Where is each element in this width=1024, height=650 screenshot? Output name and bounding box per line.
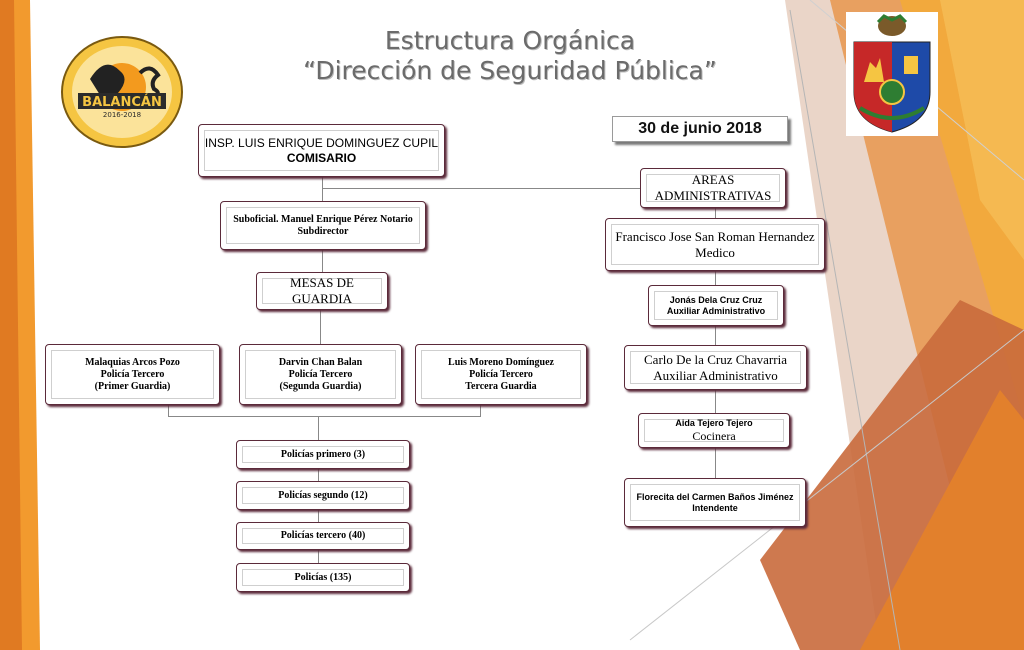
connector	[715, 271, 716, 285]
pol3-label: Policías tercero (40)	[280, 530, 366, 541]
date-label: 30 de junio 2018	[612, 116, 788, 142]
node-primer-guardia: Malaquias Arcos Pozo Policía Tercero (Pr…	[45, 344, 220, 405]
areas-line-2: ADMINISTRATIVAS	[654, 188, 772, 203]
guardia3-shift: Tercera Guardia	[465, 380, 537, 392]
node-areas-administrativas: AREAS ADMINISTRATIVAS	[640, 168, 786, 208]
svg-text:2016-2018: 2016-2018	[103, 111, 141, 119]
connector	[322, 177, 323, 201]
connector	[318, 416, 319, 440]
connector	[168, 405, 169, 417]
guardia2-name: Darvin Chan Balan	[278, 356, 363, 368]
mesas-line-2: GUARDIA	[292, 291, 352, 306]
connector	[715, 448, 716, 478]
pol4-label: Policías (135)	[294, 571, 352, 583]
node-auxiliar-2: Carlo De la Cruz Chavarria Auxiliar Admi…	[624, 345, 807, 390]
guardia2-rank: Policía Tercero	[288, 368, 353, 380]
node-cocinera: Aida Tejero Tejero Cocinera	[638, 413, 790, 448]
mesas-line-1: MESAS DE	[290, 275, 354, 291]
node-mesas-de-guardia: MESAS DE GUARDIA	[256, 272, 388, 310]
guardia1-name: Malaquias Arcos Pozo	[85, 356, 180, 368]
svg-text:BALANCÁN: BALANCÁN	[82, 94, 162, 110]
aux2-name: Carlo De la Cruz Chavarria	[644, 351, 787, 367]
intendente-name: Florecita del Carmen Baños Jiménez	[636, 491, 794, 502]
guardia2-shift: (Segunda Guardia)	[279, 380, 362, 392]
connector	[318, 550, 319, 563]
connector	[318, 510, 319, 522]
node-subdirector: Suboficial. Manuel Enrique Pérez Notario…	[220, 201, 426, 250]
node-medico: Francisco Jose San Roman Hernandez Medic…	[605, 218, 825, 271]
intendente-role: Intendente	[692, 502, 738, 513]
areas-line-1: AREAS	[691, 172, 735, 188]
node-policias: Policías (135)	[236, 563, 410, 592]
coat-of-arms-icon	[846, 12, 938, 136]
connector	[480, 405, 481, 417]
node-comisario: INSP. LUIS ENRIQUE DOMINGUEZ CUPIL COMIS…	[198, 124, 445, 177]
cocinera-name: Aida Tejero Tejero	[675, 417, 753, 428]
subdirector-name: Suboficial. Manuel Enrique Pérez Notario	[233, 213, 413, 225]
pol2-label: Policías segundo (12)	[278, 489, 368, 501]
connector	[715, 326, 716, 345]
cocinera-role: Cocinera	[692, 428, 736, 443]
title-line-1: Estructura Orgánica	[384, 26, 636, 55]
connector	[320, 310, 321, 344]
node-policias-segundo: Policías segundo (12)	[236, 481, 410, 510]
node-policias-primero: Policías primero (3)	[236, 440, 410, 469]
aux1-role: Auxiliar Administrativo	[666, 305, 766, 316]
node-tercera-guardia: Luis Moreno Domínguez Policía Tercero Te…	[415, 344, 587, 405]
connector	[322, 250, 323, 272]
connector	[715, 390, 716, 413]
guardia1-shift: (Primer Guardia)	[94, 380, 171, 392]
guardia1-rank: Policía Tercero	[100, 368, 165, 380]
connector	[322, 188, 640, 189]
comisario-role: COMISARIO	[286, 150, 357, 165]
medico-role: Medico	[695, 244, 735, 260]
title-line-2: “Dirección de Seguridad Pública”	[303, 56, 717, 85]
aux2-role: Auxiliar Administrativo	[653, 367, 778, 383]
medico-name: Francisco Jose San Roman Hernandez	[615, 228, 815, 244]
connector	[318, 469, 319, 481]
pol1-label: Policías primero (3)	[280, 448, 366, 460]
aux1-name: Jonás Dela Cruz Cruz	[669, 294, 763, 305]
subdirector-role: Subdirector	[297, 225, 349, 237]
node-policias-tercero: Policías tercero (40)	[236, 522, 410, 550]
connector	[168, 416, 481, 417]
guardia3-name: Luis Moreno Domínguez	[448, 356, 554, 368]
comisario-name: INSP. LUIS ENRIQUE DOMINGUEZ CUPIL	[204, 136, 439, 151]
balancan-logo: BALANCÁN 2016-2018	[61, 36, 183, 148]
node-auxiliar-1: Jonás Dela Cruz Cruz Auxiliar Administra…	[648, 285, 784, 326]
guardia3-rank: Policía Tercero	[469, 368, 533, 380]
node-intendente: Florecita del Carmen Baños Jiménez Inten…	[624, 478, 806, 527]
node-segunda-guardia: Darvin Chan Balan Policía Tercero (Segun…	[239, 344, 402, 405]
connector	[715, 208, 716, 218]
